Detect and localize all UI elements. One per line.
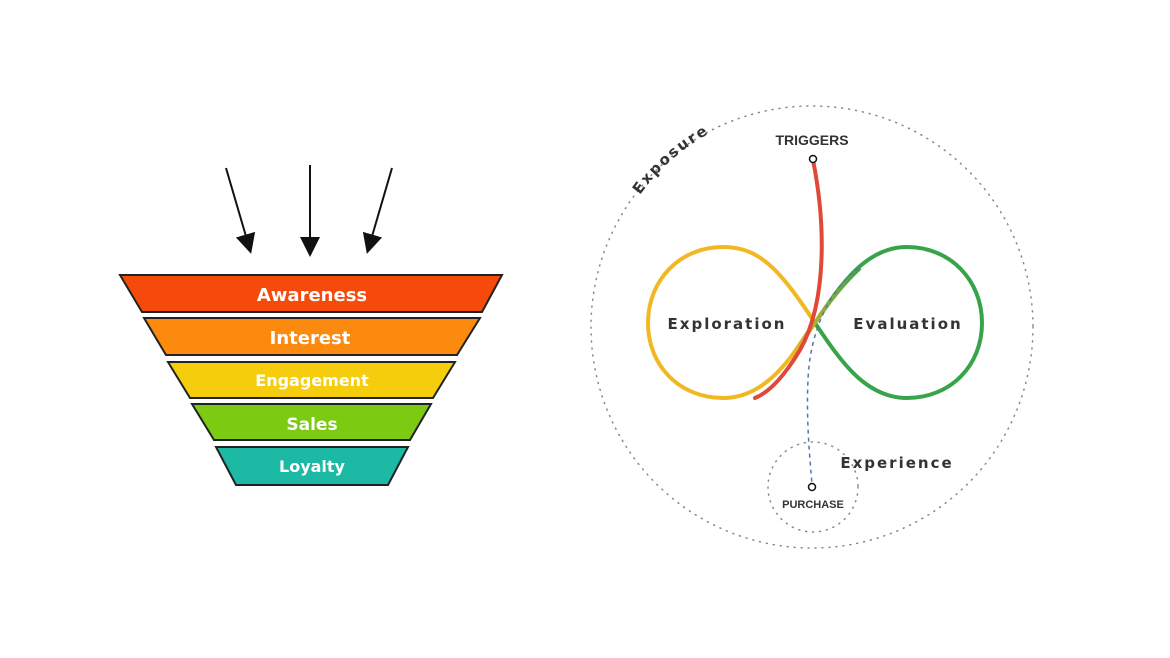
- stage-label: Awareness: [257, 285, 367, 306]
- stage-label: Engagement: [255, 371, 369, 390]
- exposure-circle: [590, 105, 1034, 549]
- funnel-stage-loyalty: Loyalty: [214, 446, 410, 486]
- experience-circle: [767, 441, 859, 533]
- funnel-stage-interest: Interest: [142, 317, 482, 356]
- stage-label: Sales: [286, 415, 337, 435]
- marketing-funnel: Awareness Interest Engagement Sales Loya…: [118, 274, 504, 486]
- triggers-label: TRIGGERS: [775, 132, 848, 148]
- purchase-label: PURCHASE: [782, 499, 844, 511]
- exposure-label: Exposure: [629, 121, 712, 198]
- stage-label: Interest: [270, 328, 351, 349]
- consumer-journey-loop: Exposure TRIGGERS Exploration Evaluation…: [590, 105, 1034, 549]
- evaluation-label: Evaluation: [853, 315, 962, 333]
- funnel-stage-awareness: Awareness: [118, 274, 504, 313]
- loop-crossing: [788, 266, 862, 360]
- stage-label: Loyalty: [279, 457, 346, 476]
- triggers-node: [808, 154, 818, 164]
- exploration-label: Exploration: [668, 315, 787, 333]
- triggers-path: [753, 158, 824, 400]
- incoming-arrows: [225, 165, 393, 257]
- funnel-stage-sales: Sales: [190, 403, 433, 441]
- experience-label: Experience: [840, 454, 953, 472]
- exploration-loop: [645, 244, 817, 401]
- funnel-stage-engagement: Engagement: [166, 361, 457, 399]
- arrow-icon: [225, 167, 256, 254]
- evaluation-loop: [813, 244, 985, 401]
- purchase-path: [806, 267, 859, 485]
- arrow-icon: [362, 167, 393, 254]
- purchase-node: [807, 482, 817, 492]
